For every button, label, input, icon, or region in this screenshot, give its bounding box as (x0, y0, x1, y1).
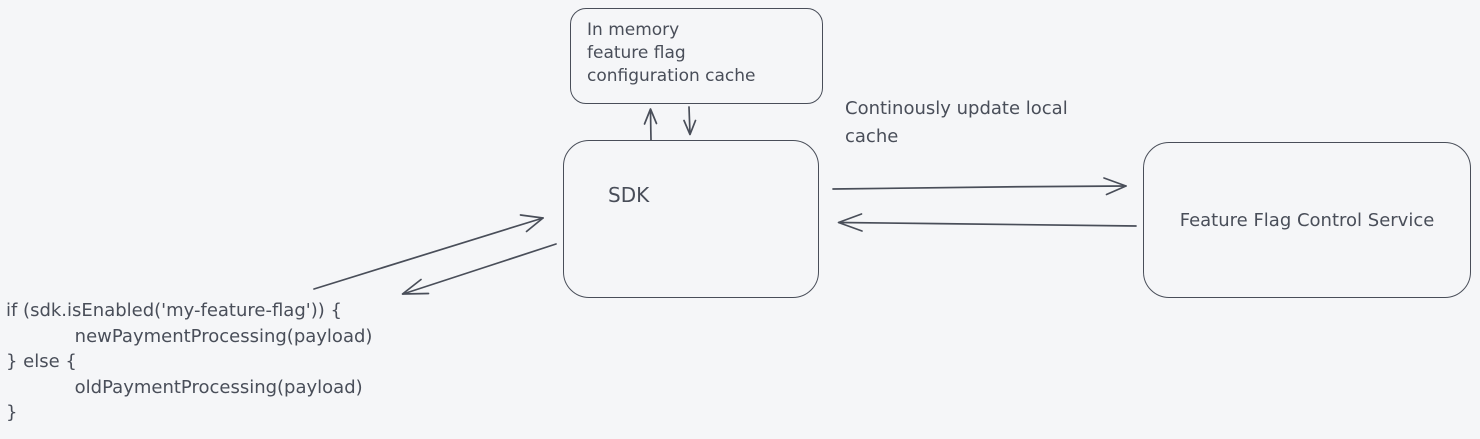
arrow-code-to-sdk-head (519, 214, 544, 233)
sdk-node-label: SDK (608, 183, 650, 207)
arrow-sdk-to-cache-line (649, 109, 652, 141)
arrow-sdk-to-service-line (832, 185, 1127, 190)
service-node-label: Feature Flag Control Service (1179, 209, 1435, 231)
update-cache-edge-label: Continously update local cache (845, 98, 1068, 147)
arrow-cache-to-sdk-line (688, 106, 691, 135)
arrow-sdk-to-code-line (402, 243, 557, 295)
node-cache: In memory feature flag configuration cac… (570, 8, 823, 104)
code-snippet: if (sdk.isEnabled('my-feature-flag')) { … (6, 300, 373, 423)
arrow-service-to-sdk-line (838, 221, 1137, 227)
arrow-sdk-to-cache-head (643, 108, 658, 125)
node-feature-flag-control-service: Feature Flag Control Service (1143, 142, 1471, 298)
arrow-code-to-sdk-line (313, 217, 544, 290)
arrow-service-to-sdk-head (837, 213, 863, 232)
arrow-sdk-to-code (401, 243, 557, 295)
arrow-code-to-sdk (313, 214, 544, 290)
arrow-cache-to-sdk-head (683, 119, 697, 136)
arrow-sdk-to-code-head (401, 278, 430, 295)
arrow-sdk-to-service (832, 177, 1127, 196)
arrow-service-to-sdk (837, 213, 1137, 232)
arrow-sdk-to-service-head (1103, 177, 1127, 196)
arrow-sdk-to-cache (643, 108, 658, 141)
node-sdk: SDK (563, 140, 819, 298)
cache-node-label: In memory feature flag configuration cac… (587, 20, 756, 86)
arrow-cache-to-sdk (683, 106, 697, 136)
